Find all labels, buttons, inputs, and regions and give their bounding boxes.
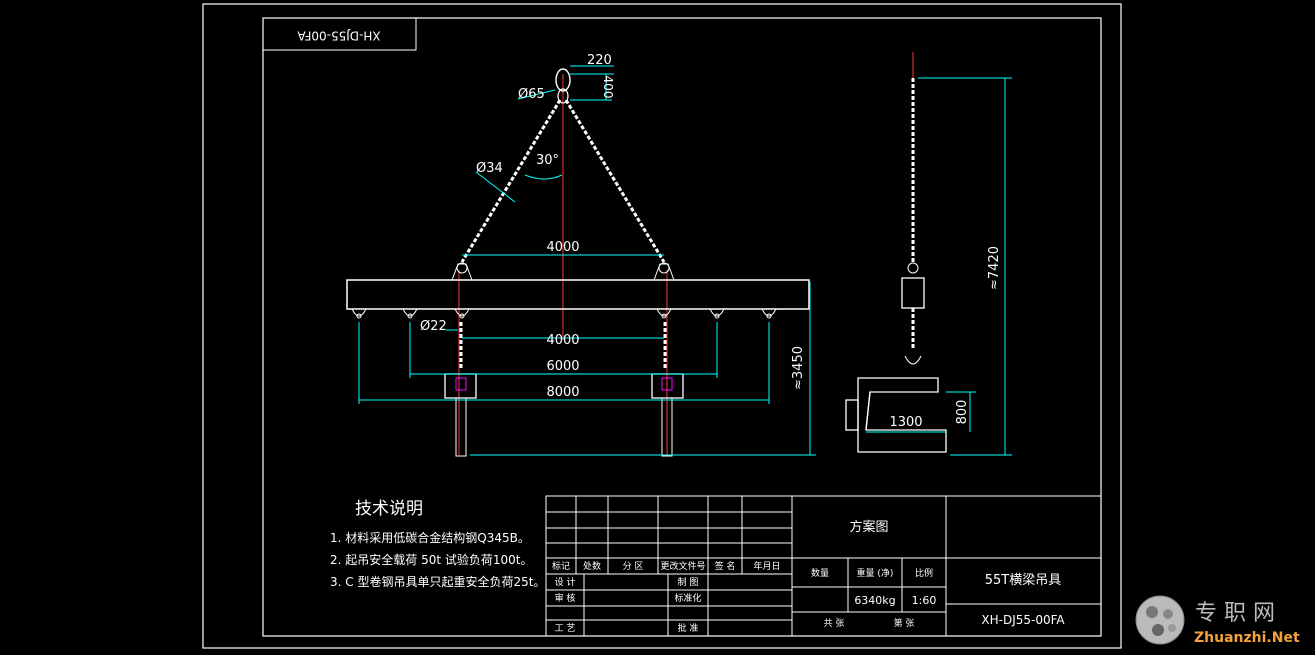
note-item-1: 1. 材料采用低碳合金结构钢Q345B。: [330, 530, 530, 545]
label-standard: 标准化: [674, 592, 701, 604]
side-dimensions: [866, 77, 1012, 456]
dim-phi65: Ø65: [518, 87, 545, 102]
dim-6000: 6000: [546, 359, 579, 374]
chain-left: [460, 99, 562, 263]
watermark-logo: [1135, 595, 1185, 645]
side-beam-section: [901, 277, 925, 309]
drawing-code-mirrored: XH-DJ55-00FA: [297, 29, 381, 43]
sheets-total: 共 张: [824, 618, 845, 629]
scale-label: 比例: [915, 567, 933, 579]
dim-7420: ≈7420: [987, 246, 1002, 290]
scheme-label: 方案图: [849, 519, 888, 535]
note-item-3: 3. C 型卷钢吊具单只起重安全负荷25t。: [330, 574, 545, 589]
qty-label: 数量: [811, 567, 829, 579]
label-design: 设 计: [555, 576, 576, 588]
watermark-cn: 专 职 网: [1195, 601, 1275, 626]
label-approve: 批 准: [678, 622, 699, 634]
cross-beam: [346, 279, 810, 310]
note-item-2: 2. 起吊安全载荷 50t 试验负荷100t。: [330, 552, 532, 567]
sheet-no: 第 张: [894, 617, 915, 629]
dim-phi34: Ø34: [476, 161, 503, 176]
dim-3450: ≈3450: [791, 346, 806, 390]
rev-header-mark: 标记: [552, 560, 570, 572]
front-view: [346, 68, 810, 457]
product-name: 55T横梁吊具: [985, 573, 1061, 588]
weight-value: 6340kg: [854, 594, 895, 607]
rev-header-zone: 分 区: [623, 561, 644, 572]
outer-border: [202, 3, 1122, 649]
scale-value: 1:60: [912, 594, 937, 607]
revision-headers: 标记 处数 分 区 更改文件号 签 名 年月日: [552, 560, 781, 572]
dim-1300: 1300: [889, 415, 922, 430]
dim-mid-4000: 4000: [546, 333, 579, 348]
watermark-en: Zhuanzhi.Net: [1194, 630, 1300, 646]
title-block: [545, 495, 1102, 637]
dim-top-4000: 4000: [546, 240, 579, 255]
chain-right: [564, 99, 666, 263]
side-view: [845, 52, 947, 453]
dim-8000: 8000: [546, 385, 579, 400]
label-drawn: 制 图: [678, 576, 699, 588]
dim-angle30: 30°: [536, 153, 559, 168]
code-box: [262, 17, 417, 51]
label-process: 工 艺: [555, 623, 576, 634]
top-ring: [555, 68, 571, 104]
dim-800: 800: [955, 400, 970, 425]
label-review: 审 核: [555, 592, 576, 604]
drawing-number: XH-DJ55-00FA: [981, 613, 1065, 627]
dim-220: 220: [587, 53, 612, 68]
notes-title: 技术说明: [355, 499, 423, 519]
front-dimensions: [358, 65, 816, 456]
rev-header-count: 处数: [583, 560, 601, 572]
dim-400: 400: [601, 76, 615, 99]
rev-header-sign: 签 名: [715, 560, 736, 572]
rev-header-date: 年月日: [753, 560, 780, 572]
rev-header-doc: 更改文件号: [660, 560, 705, 572]
side-c-hook: [845, 377, 947, 453]
weight-label: 重量 (净): [857, 567, 894, 579]
dim-phi22: Ø22: [420, 319, 447, 334]
